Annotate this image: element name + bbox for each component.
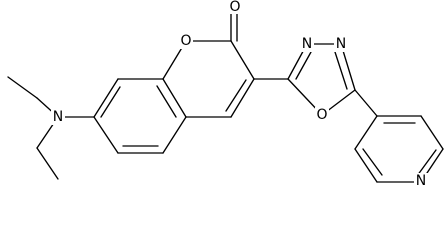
ring-oxygen-atom: O — [179, 33, 193, 49]
bond-ethyl-upper-terminal — [7, 76, 38, 99]
bond-py-c5-c4 — [354, 115, 378, 150]
atom-label-ring-oxygen: O — [180, 33, 191, 49]
bond-c6-c7 — [93, 116, 119, 154]
bond-c3-c4 — [230, 78, 255, 118]
atom-label-carbonyl-oxygen: O — [229, 0, 240, 15]
bond-py-c3-c2 — [420, 115, 444, 150]
carbonyl-oxygen-atom: O — [228, 0, 242, 15]
bond-c7-c8 — [93, 78, 119, 118]
atom-label-oxadiazole-oxygen: O — [316, 107, 327, 123]
atom-label-amine-nitrogen: N — [53, 109, 63, 125]
bond-py-c2-n1-inner — [416, 149, 437, 177]
oxadiazole-nitrogen-left-atom: N — [300, 36, 314, 52]
chemical-structure-diagram: O O N N N O N — [7, 0, 444, 188]
oxadiazole-nitrogen-right-atom: N — [334, 36, 348, 52]
bond-c4a-c5 — [162, 116, 187, 154]
atom-label-pyridine-nitrogen: N — [416, 173, 426, 188]
amine-nitrogen-atom: N — [51, 109, 65, 125]
bond-c3-c4-inner — [225, 79, 247, 112]
bond-layer — [7, 4, 444, 183]
oxadiazole-oxygen-atom: O — [315, 107, 329, 123]
atom-label-layer: O O N N N O N — [51, 0, 428, 188]
bond-oxadiazole-pyridine — [354, 89, 378, 117]
bond-py-c6-c5 — [354, 148, 378, 183]
atom-label-oxadiazole-nitrogen-left: N — [302, 36, 312, 52]
bond-py-c6-c5-inner — [362, 148, 383, 176]
bond-oxadiazole-c2-n3-inner — [295, 51, 312, 80]
bond-ethyl-lower-terminal — [36, 147, 59, 180]
atom-label-oxadiazole-nitrogen-right: N — [336, 36, 346, 52]
bond-c8a-c4a — [162, 78, 187, 118]
pyridine-nitrogen-atom: N — [414, 173, 428, 188]
bond-c7-c8-inner — [100, 86, 121, 118]
bond-c8a-c4a-inner — [156, 85, 177, 118]
bond-oxadiazole-n4-c5-inner — [334, 51, 348, 90]
bond-c2-c3 — [230, 40, 255, 80]
